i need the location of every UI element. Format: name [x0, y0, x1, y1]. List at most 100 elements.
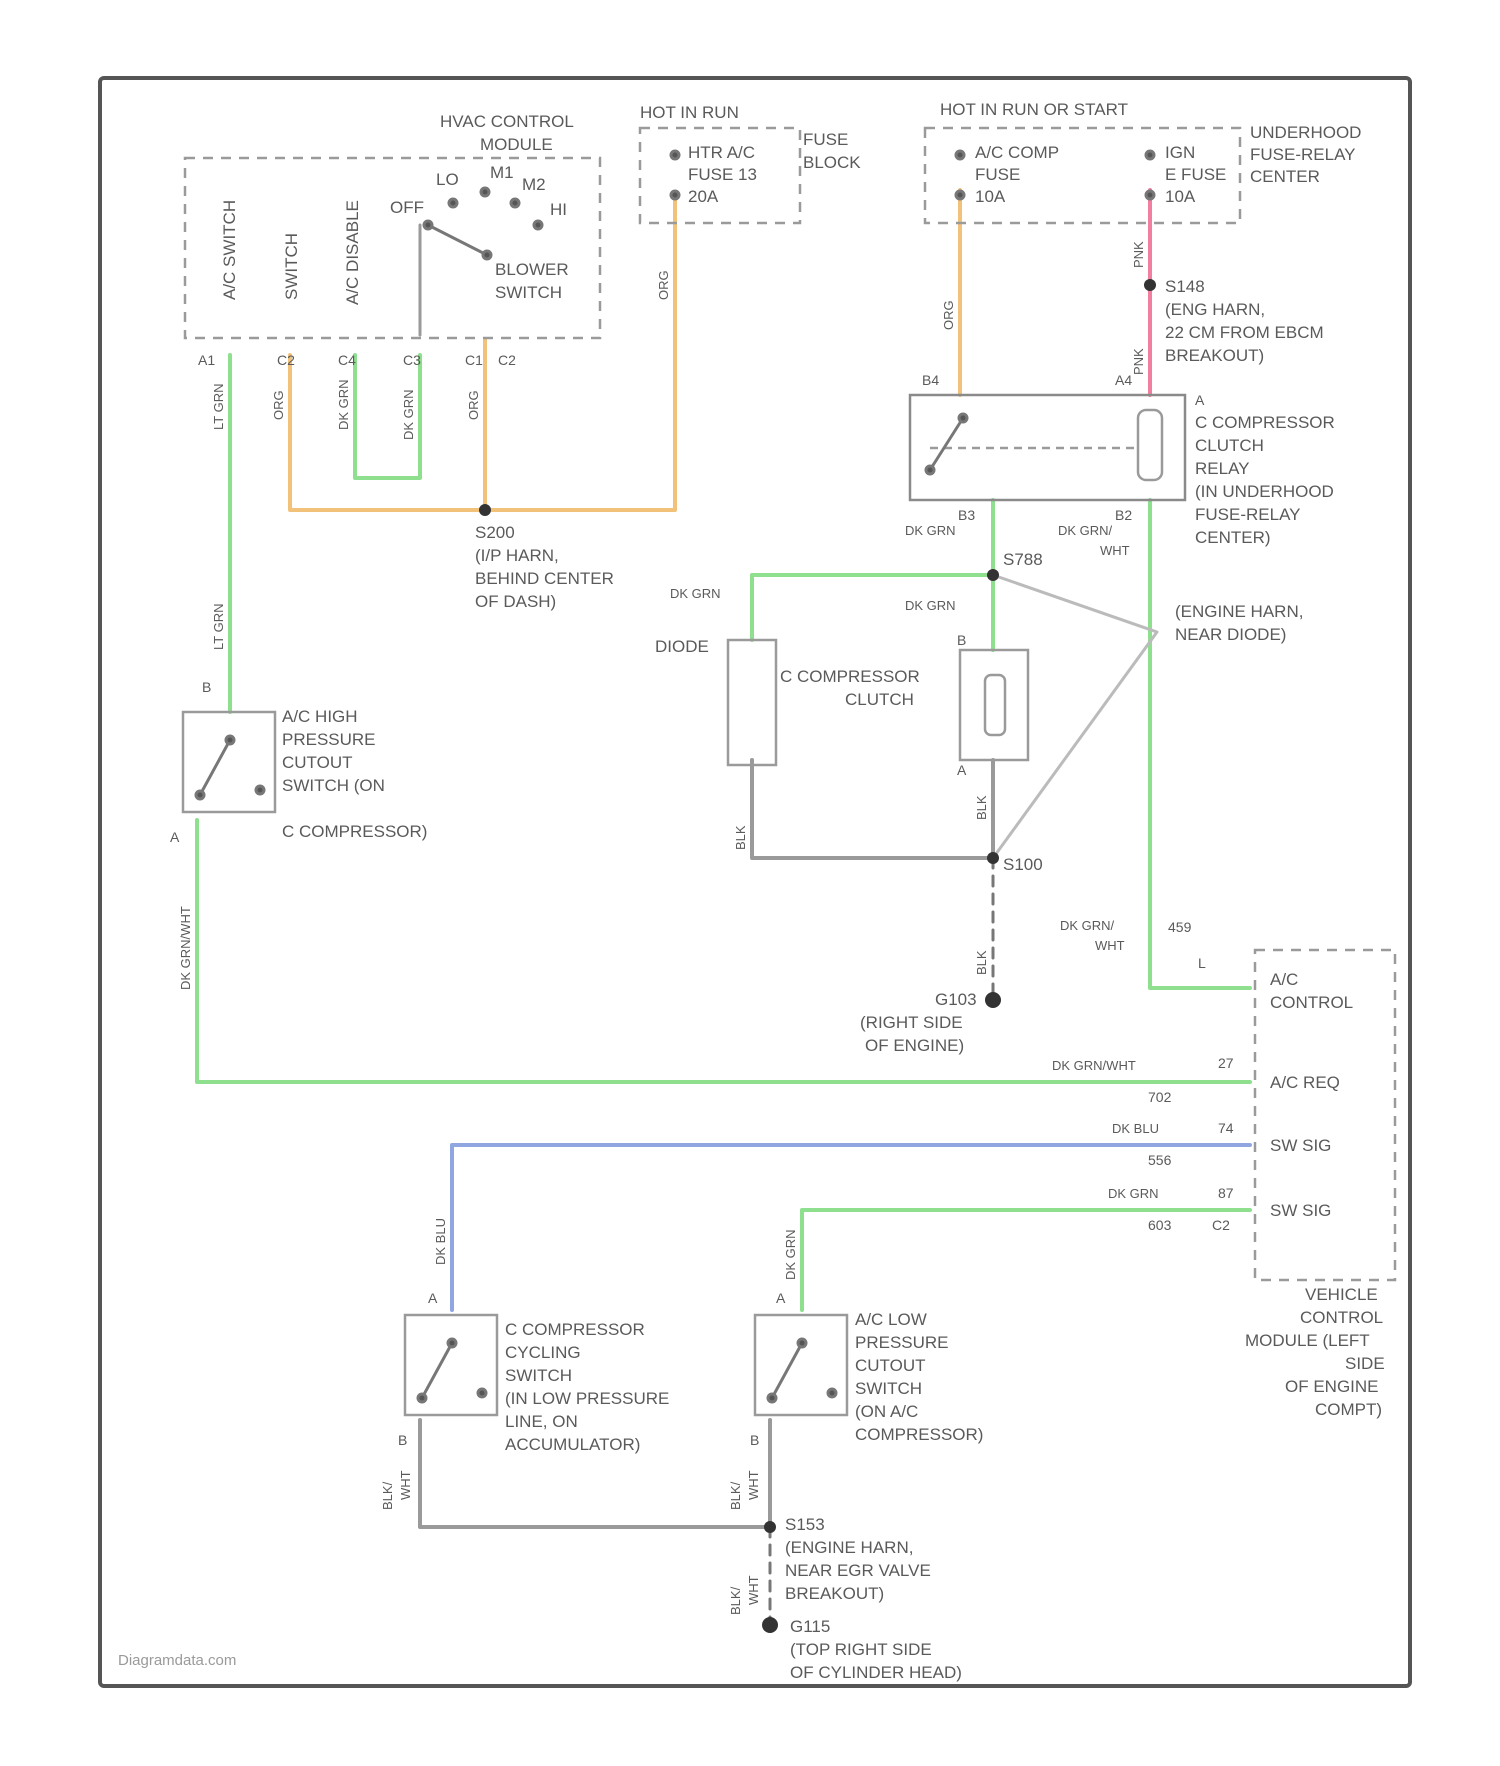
pos-lo: LO	[436, 170, 459, 189]
blower-switch-2: SWITCH	[495, 283, 562, 302]
hp-pin-a: A	[170, 829, 180, 845]
hp-l2: PRESSURE	[282, 730, 376, 749]
splice-s148	[1144, 279, 1156, 291]
fuse-hot: HOT IN RUN	[640, 103, 739, 122]
relay-l1: C COMPRESSOR	[1195, 413, 1335, 432]
clutch-wire-bot: BLK	[974, 795, 989, 820]
pin-c2b: C2	[498, 352, 516, 368]
lp-l6: COMPRESSOR)	[855, 1425, 983, 1444]
cycling-l2: CYCLING	[505, 1343, 581, 1362]
vcm-w-ctrl-2: WHT	[1095, 938, 1125, 953]
relay-pin-b2: B2	[1115, 507, 1132, 523]
hp-l5: C COMPRESSOR)	[282, 822, 427, 841]
lp-pin-b: B	[750, 1432, 759, 1448]
wire-label-dkgrn-1: DK GRN	[336, 379, 351, 430]
vcm-w-req: DK GRN/WHT	[1052, 1058, 1136, 1073]
fuse-b-3: 10A	[1165, 187, 1196, 206]
clutch-l1: C COMPRESSOR	[780, 667, 920, 686]
hp-l4: SWITCH (ON	[282, 776, 385, 795]
vcm-c-sw2: 603	[1148, 1217, 1172, 1233]
g115-l1: (TOP RIGHT SIDE	[790, 1640, 932, 1659]
pin-c1: C1	[465, 352, 483, 368]
g115-l2: OF CYLINDER HEAD)	[790, 1663, 962, 1682]
vcm-l4: SIDE	[1345, 1354, 1385, 1373]
wire-label-dkgrn-2: DK GRN	[401, 389, 416, 440]
fuse-name-2: FUSE 13	[688, 165, 757, 184]
relay-l6: CENTER)	[1195, 528, 1271, 547]
cycling-l1: C COMPRESSOR	[505, 1320, 645, 1339]
vcm-c-sw1: 556	[1148, 1152, 1172, 1168]
fuse-a-2: FUSE	[975, 165, 1020, 184]
lp-pin-a: A	[776, 1290, 786, 1306]
g103-l2: OF ENGINE)	[865, 1036, 964, 1055]
wire-dkblu	[452, 1145, 1250, 1310]
clutch-wire-top: DK GRN	[905, 598, 956, 613]
vcm-l2: CONTROL	[1300, 1308, 1383, 1327]
s148-l3: BREAKOUT)	[1165, 346, 1264, 365]
splice-s100	[987, 852, 999, 864]
vcm-l5: OF ENGINE	[1285, 1377, 1379, 1396]
relay-pin-b3: B3	[958, 507, 975, 523]
vcm-l6: COMPT)	[1315, 1400, 1382, 1419]
vcm-c-req: 702	[1148, 1089, 1172, 1105]
splice-s788	[987, 569, 999, 581]
hvac-vlabel-2: SWITCH	[282, 233, 301, 300]
cycling-l6: ACCUMULATOR)	[505, 1435, 640, 1454]
fuse-a-3: 10A	[975, 187, 1006, 206]
wire-dkgrnwht-req	[197, 820, 1250, 1082]
fuse-b-2: E FUSE	[1165, 165, 1226, 184]
underhood-wire-pnk: PNK	[1131, 241, 1146, 268]
vcm-w-sw1: DK BLU	[1112, 1121, 1159, 1136]
ground-g103	[985, 992, 1001, 1008]
clutch-pin-a: A	[957, 762, 967, 778]
pos-hi: HI	[550, 200, 567, 219]
relay-coil	[1138, 410, 1162, 480]
lp-w-out-2: WHT	[746, 1470, 761, 1500]
fuse-side-2: BLOCK	[803, 153, 861, 172]
fuse-b-1: IGN	[1165, 143, 1195, 162]
pin-c4: C4	[338, 352, 356, 368]
s200-l1: (I/P HARN,	[475, 546, 559, 565]
lp-l3: CUTOUT	[855, 1356, 926, 1375]
g115-id: G115	[790, 1617, 830, 1636]
vcm-p-sw1: 74	[1218, 1120, 1234, 1136]
pin-a1: A1	[198, 352, 215, 368]
cycling-l5: LINE, ON	[505, 1412, 578, 1431]
underhood-side-2: FUSE-RELAY	[1250, 145, 1356, 164]
lp-l4: SWITCH	[855, 1379, 922, 1398]
hp-switch-labels: B A LT GRN DK GRN/WHT A/C HIGH PRESSURE …	[170, 604, 427, 990]
s200-l3: OF DASH)	[475, 592, 556, 611]
s153-l3: BREAKOUT)	[785, 1584, 884, 1603]
clutch-pin-b: B	[957, 632, 966, 648]
vcm-t-sw1: SW SIG	[1270, 1136, 1331, 1155]
hp-l1: A/C HIGH	[282, 707, 358, 726]
wires	[197, 190, 1250, 1625]
engine-harn-l2: NEAR DIODE)	[1175, 625, 1286, 644]
vcm-p-ctrl: L	[1198, 955, 1206, 971]
fuse-a-1: A/C COMP	[975, 143, 1059, 162]
wire-label-ltgrn: LT GRN	[211, 384, 226, 430]
cycling-l3: SWITCH	[505, 1366, 572, 1385]
hvac-module-labels: HVAC CONTROL MODULE A/C SWITCH SWITCH A/…	[198, 112, 574, 440]
hvac-vlabel-3: A/C DISABLE	[343, 200, 362, 305]
s148-l1: (ENG HARN,	[1165, 300, 1265, 319]
relay-l2: CLUTCH	[1195, 436, 1264, 455]
s153-w-1: BLK/	[728, 1586, 743, 1615]
cycling-pin-a: A	[428, 1290, 438, 1306]
cycling-w-in: DK BLU	[433, 1218, 448, 1265]
diode-label: DIODE	[655, 637, 709, 656]
vcm-t-ctrl-1: A/C	[1270, 970, 1298, 989]
lp-l5: (ON A/C	[855, 1402, 918, 1421]
wire-label-org-2: ORG	[466, 390, 481, 420]
pos-m2: M2	[522, 175, 546, 194]
lp-l1: A/C LOW	[855, 1310, 927, 1329]
diode-box	[728, 640, 776, 765]
wire-dkgrn-lp	[802, 1210, 1250, 1310]
fuse-name-1: HTR A/C	[688, 143, 755, 162]
vcm-c-sw2b: C2	[1212, 1217, 1230, 1233]
fuse-name-3: 20A	[688, 187, 719, 206]
s100-id: S100	[1003, 855, 1043, 874]
hvac-title-1: HVAC CONTROL	[440, 112, 574, 131]
s148-l2: 22 CM FROM EBCM	[1165, 323, 1324, 342]
s100-wire: BLK	[974, 950, 989, 975]
